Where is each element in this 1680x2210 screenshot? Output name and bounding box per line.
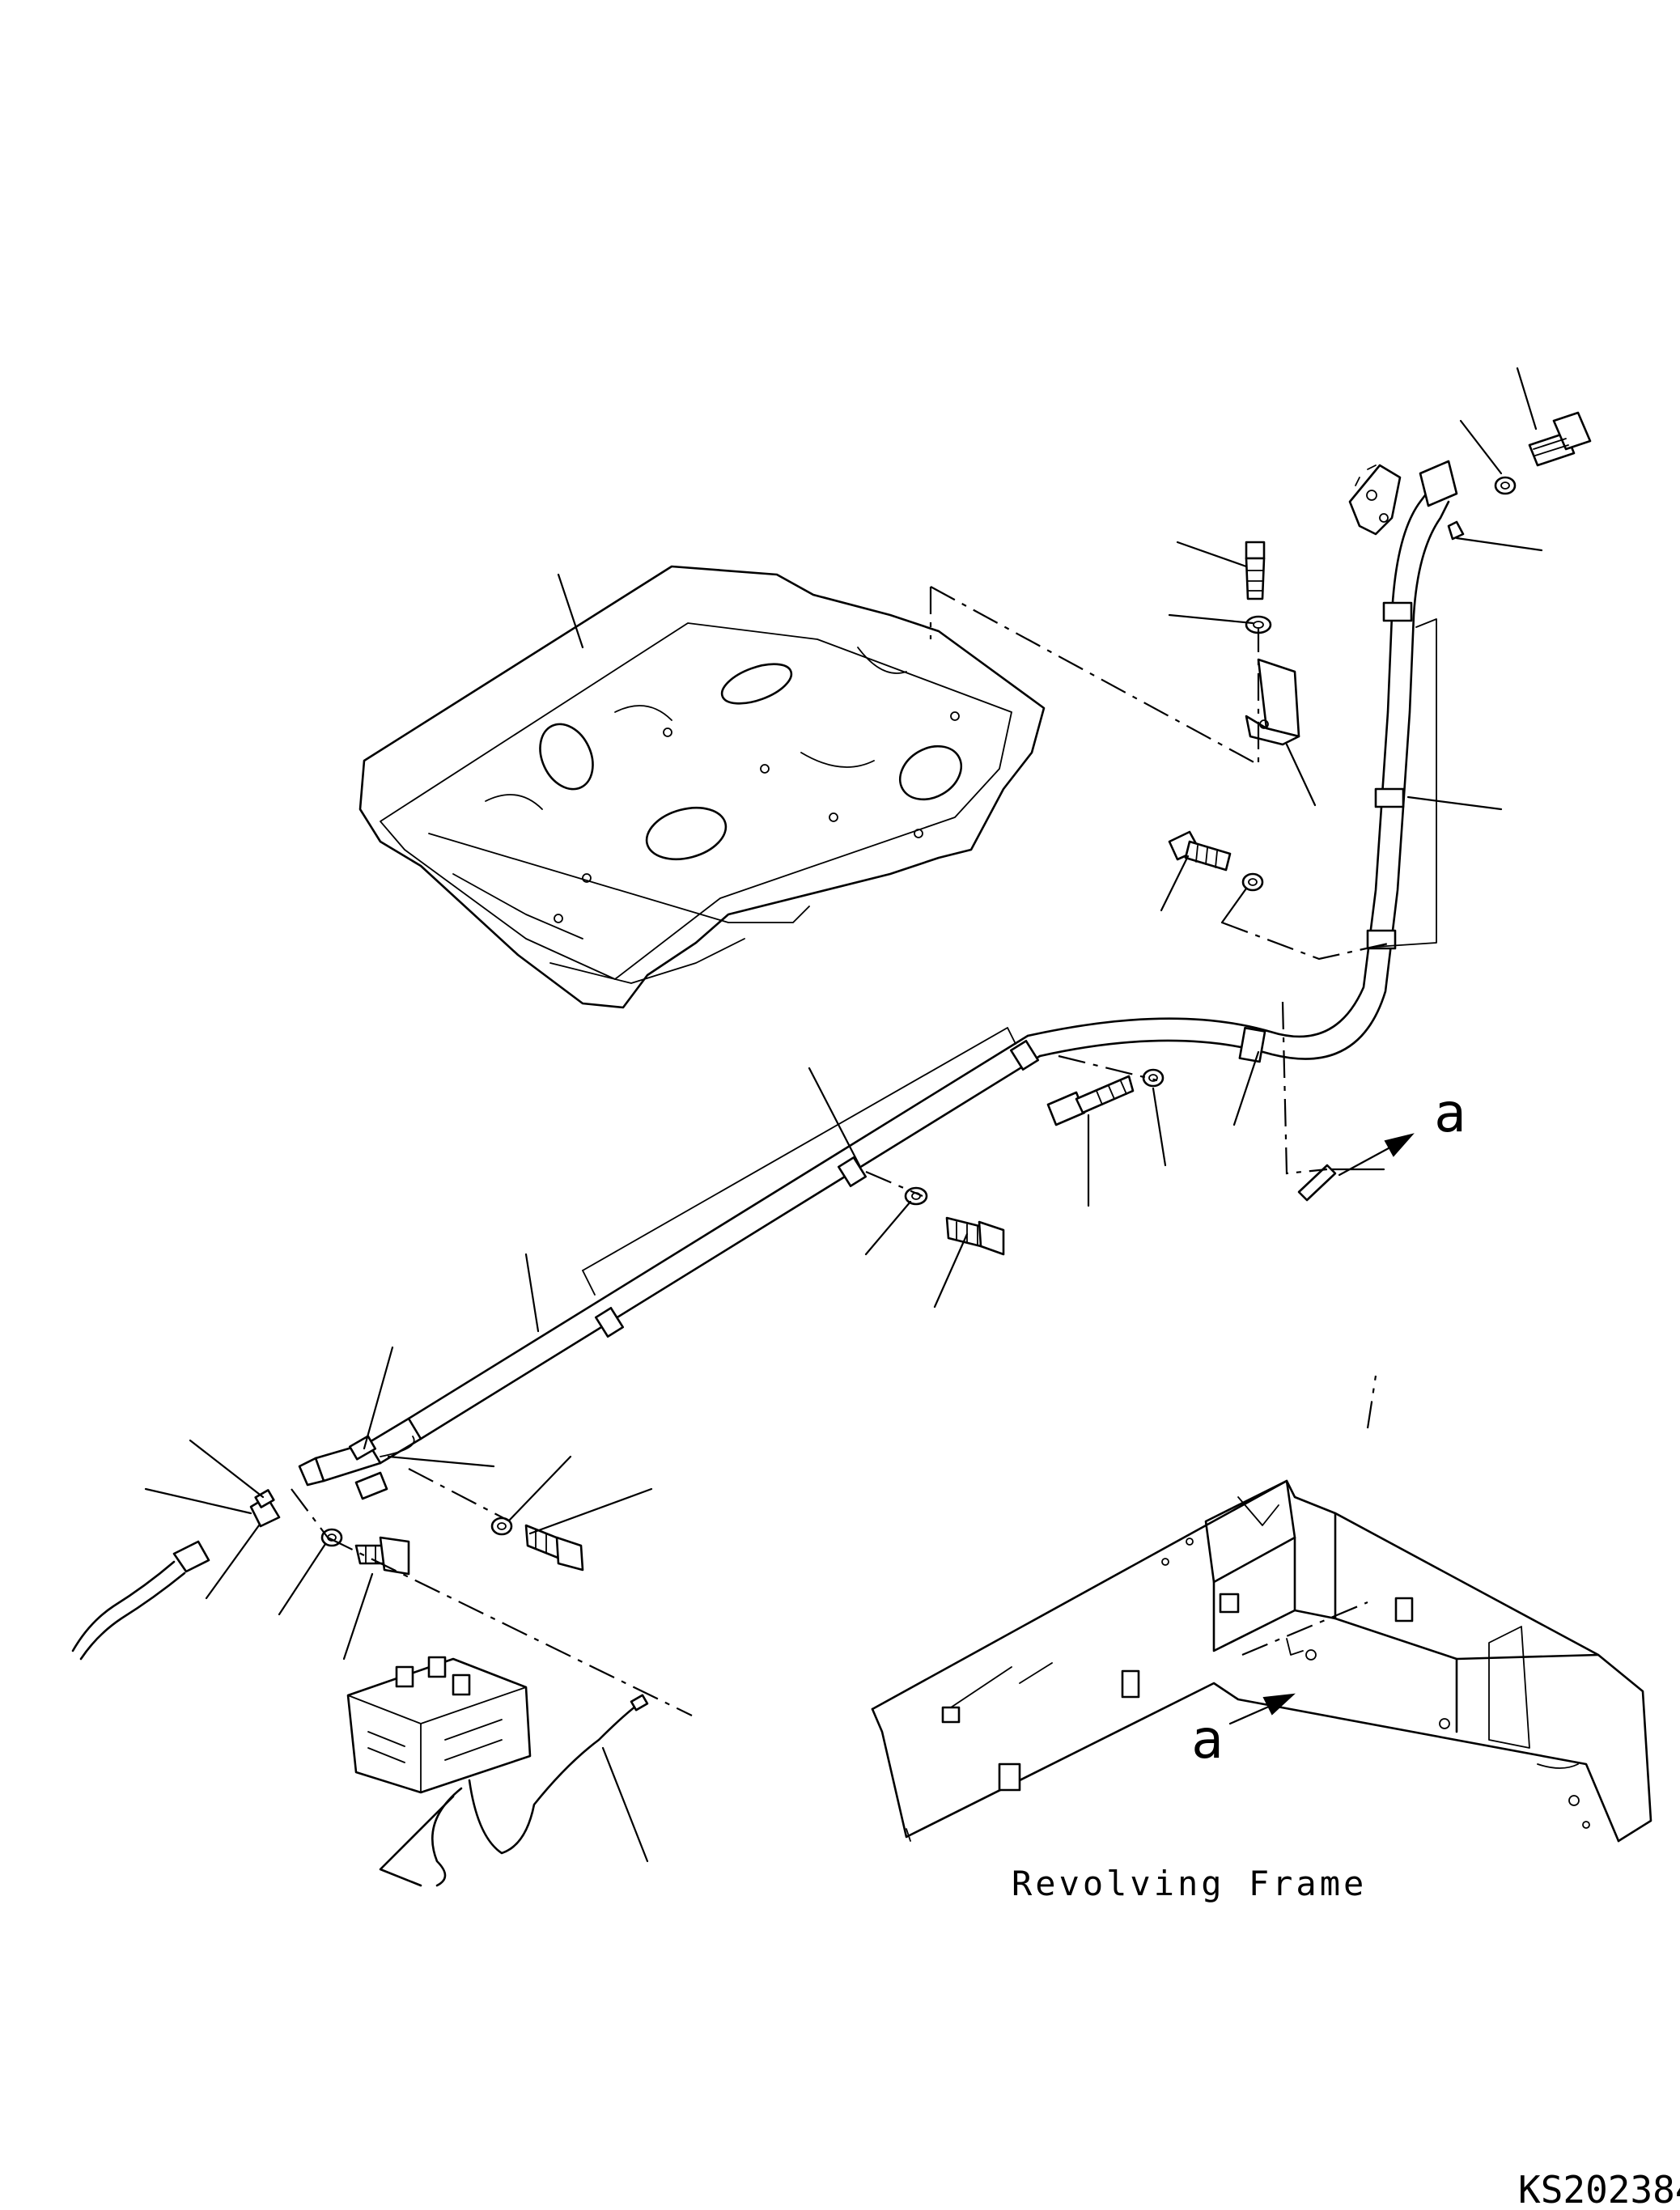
- leader-washer-lower-right: [508, 1455, 572, 1521]
- leader-washer-lower-left: [278, 1542, 327, 1616]
- bolt-lower-left: [354, 1536, 410, 1576]
- lower-connector-assembly: [71, 1417, 422, 1661]
- sleeve-a: [1297, 1164, 1337, 1202]
- leader-conduit-upper: [1406, 795, 1503, 811]
- washer-long: [1142, 1068, 1165, 1088]
- harness-conduit: [407, 484, 1450, 1440]
- leader-bolt-mid-lower: [933, 1232, 969, 1309]
- leader-clamp-mid: [808, 1067, 861, 1167]
- revolving-frame: [871, 1479, 1652, 1843]
- washer-top-right: [1494, 476, 1517, 495]
- leader-clip-upper: [363, 1346, 394, 1450]
- leader-l-bracket: [1285, 743, 1317, 807]
- bolt-lower-right: [524, 1524, 584, 1572]
- leader-connector: [387, 1455, 495, 1468]
- washer-mid-upper: [1241, 872, 1264, 892]
- view-arrow-upper: [1338, 1133, 1415, 1177]
- leader-washer-long: [1152, 1087, 1167, 1167]
- bolt-mid-upper: [1168, 830, 1232, 872]
- view-marker-upper: a: [1434, 1082, 1466, 1144]
- leader-controller-harness: [601, 1746, 649, 1863]
- leader-washer-top: [1459, 419, 1503, 475]
- leader-bolt-mid-upper: [1160, 855, 1190, 912]
- leader-bolt-lower-left: [342, 1572, 374, 1661]
- l-bracket: [1245, 658, 1300, 746]
- bolt-top-right: [1528, 411, 1592, 467]
- leader-clamp-curve: [1232, 1050, 1260, 1126]
- leader-bracket-washer: [1168, 613, 1254, 625]
- washer-mid-lower: [904, 1186, 928, 1206]
- leader-bolt-top: [1516, 367, 1538, 431]
- leader-top-clamp: [1455, 537, 1543, 552]
- upper-connector-assembly: [1348, 460, 1465, 541]
- leader-bracket-bolt: [1176, 541, 1248, 568]
- leader-plug: [144, 1487, 252, 1515]
- figure-code: KS202384: [1518, 2168, 1680, 2210]
- leader-bolt-lower-right: [528, 1487, 653, 1535]
- leader-clip-body: [205, 1524, 261, 1600]
- leader-cab-floor: [557, 573, 584, 649]
- hardware: [320, 411, 1592, 1576]
- leader-clip-lower: [189, 1439, 265, 1499]
- bolt-mid-lower: [945, 1216, 1005, 1256]
- leader-washer-mid-lower: [864, 1200, 912, 1256]
- cab-floor-plate: [358, 565, 1046, 1009]
- leader-lines: [144, 367, 1543, 1863]
- view-marker-lower: a: [1191, 1708, 1224, 1771]
- view-arrow-lower: [1228, 1693, 1296, 1725]
- bolt-long: [1046, 1075, 1135, 1126]
- frame-label: Revolving Frame: [1012, 1864, 1367, 1903]
- assembly-lines: [291, 586, 1393, 1716]
- bolt-bracket: [1245, 541, 1266, 600]
- leader-washer-mid-upper: [1220, 887, 1248, 924]
- leader-conduit-lower: [524, 1253, 540, 1333]
- controller-unit: [346, 1656, 649, 1887]
